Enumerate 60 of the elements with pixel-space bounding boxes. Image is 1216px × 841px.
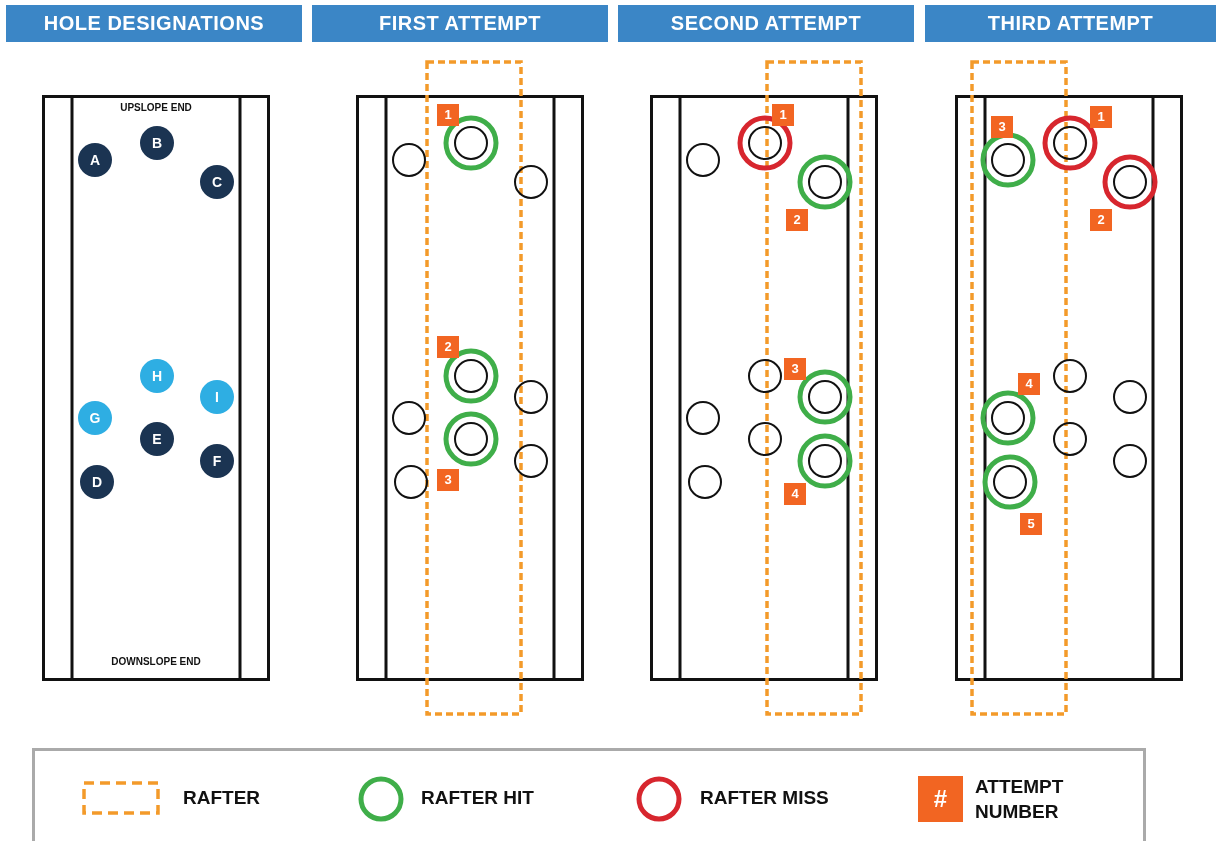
- hole-marker: A: [78, 143, 112, 177]
- legend-label: RAFTER MISS: [700, 787, 830, 810]
- hole-circle: [748, 359, 782, 393]
- hole-marker: B: [140, 126, 174, 160]
- diagram-panel: [925, 5, 1216, 717]
- hole-marker: H: [140, 359, 174, 393]
- legend-label: RAFTER HIT: [421, 787, 535, 810]
- attempt-number-badge: 5: [1020, 513, 1042, 535]
- panel-heading: THIRD ATTEMPT: [925, 5, 1216, 42]
- end-label: DOWNSLOPE END: [110, 656, 202, 669]
- hole-marker: G: [78, 401, 112, 435]
- attempt-number-badge: 2: [437, 336, 459, 358]
- hole-circle: [991, 401, 1025, 435]
- hole-circle: [748, 422, 782, 456]
- hole-circle: [808, 380, 842, 414]
- diagram-panel: [618, 5, 914, 717]
- hole-circle: [993, 465, 1027, 499]
- hole-circle: [454, 359, 488, 393]
- hole-circle: [392, 401, 426, 435]
- hole-circle: [1053, 422, 1087, 456]
- attempt-number-badge: 3: [784, 358, 806, 380]
- attempt-number-badge: 1: [437, 104, 459, 126]
- hole-circle: [991, 143, 1025, 177]
- hole-circle: [454, 422, 488, 456]
- panel-heading: FIRST ATTEMPT: [312, 5, 608, 42]
- attempt-number-swatch: #: [918, 776, 963, 822]
- legend-label: ATTEMPT NUMBER: [975, 775, 1065, 824]
- hole-circle: [514, 444, 548, 478]
- hole-circle: [1113, 165, 1147, 199]
- end-label: UPSLOPE END: [119, 102, 193, 115]
- attempt-number-badge: 2: [1090, 209, 1112, 231]
- hole-marker: F: [200, 444, 234, 478]
- hole-circle: [808, 165, 842, 199]
- attempt-number-badge: 1: [1090, 106, 1112, 128]
- hole-circle: [1053, 359, 1087, 393]
- hole-circle: [394, 465, 428, 499]
- hole-marker: C: [200, 165, 234, 199]
- hole-circle: [514, 380, 548, 414]
- hole-circle: [688, 465, 722, 499]
- attempt-number-badge: 3: [437, 469, 459, 491]
- diagram-panel: [312, 5, 608, 717]
- hole-circle: [1113, 380, 1147, 414]
- panel-heading: HOLE DESIGNATIONS: [6, 5, 302, 42]
- attempt-number-badge: 3: [991, 116, 1013, 138]
- hole-marker: D: [80, 465, 114, 499]
- attempt-number-badge: 2: [786, 209, 808, 231]
- hole-circle: [1053, 126, 1087, 160]
- hole-circle: [392, 143, 426, 177]
- legend-label: RAFTER: [183, 787, 262, 810]
- hole-circle: [1113, 444, 1147, 478]
- attempt-number-badge: 4: [1018, 373, 1040, 395]
- hole-circle: [686, 143, 720, 177]
- panel-heading: SECOND ATTEMPT: [618, 5, 914, 42]
- hole-circle: [686, 401, 720, 435]
- hole-circle: [808, 444, 842, 478]
- attempt-number-badge: 4: [784, 483, 806, 505]
- hole-marker: I: [200, 380, 234, 414]
- hole-marker: E: [140, 422, 174, 456]
- hole-circle: [514, 165, 548, 199]
- attempt-number-badge: 1: [772, 104, 794, 126]
